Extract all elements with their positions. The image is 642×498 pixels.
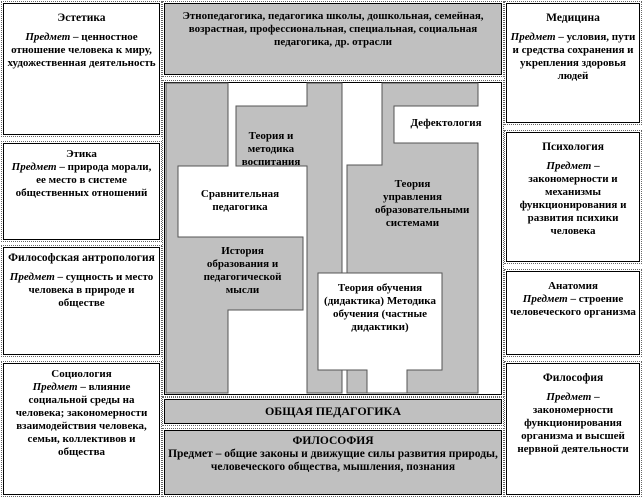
history-shape [165, 82, 304, 394]
pedagogy-branches-box: Этнопедагогика, педагогика школы, дошкол… [162, 1, 504, 77]
subject-label: Предмет [11, 161, 57, 173]
general-pedagogy-box: ОБЩАЯ ПЕДАГОГИКА [162, 397, 504, 426]
subject-label: Предмет [32, 381, 78, 393]
anatomy-box: Анатомия Предмет – строение человеческог… [504, 269, 642, 357]
subject-label: Предмет [25, 31, 71, 43]
box-text: закономерности функционирования организм… [517, 404, 629, 455]
box-text: ценностное отношение человека к миру, ху… [7, 31, 156, 69]
subject-label: Предмет [546, 160, 592, 172]
subject-label: Предмет [9, 271, 55, 283]
general-pedagogy-label: ОБЩАЯ ПЕДАГОГИКА [264, 404, 402, 418]
comparative-label: Сравнительная педагогика [200, 188, 280, 213]
didactics-label: Теория обучения (дидактика) Методика обу… [324, 282, 436, 333]
philosophy-box: ФИЛОСОФИЯ Предмет – общие законы и движу… [162, 428, 504, 497]
philosophy-title: ФИЛОСОФИЯ [292, 435, 374, 447]
box-text: строение человеческого организма [510, 293, 636, 318]
box-title: Этика [66, 148, 97, 160]
box-text: влияние социальной среды на человека; за… [15, 381, 148, 458]
upbringing-label: Теория и методика воспитания [241, 130, 301, 168]
sociology-box: Социология Предмет – влияние социальной … [1, 361, 162, 497]
aesthetics-box: Эстетика Предмет – ценностное отношение … [1, 1, 162, 137]
management-label: Теория управления образовательными систе… [375, 178, 470, 229]
subject-label: Предмет [510, 31, 556, 43]
physiology-box: Философия Предмет – закономерности функц… [504, 361, 642, 497]
upbringing-shape [235, 82, 343, 394]
branches-text: Этнопедагогика, педагогика школы, дошкол… [182, 10, 484, 48]
psychology-box: Психология Предмет – закономерности и ме… [504, 130, 642, 264]
subject-label: Предмет [546, 391, 592, 403]
box-text: природа морали, ее место в системе общес… [15, 161, 152, 199]
box-title: Медицина [546, 12, 600, 24]
ethics-box: Этика Предмет – природа морали, ее место… [1, 141, 162, 242]
didactics-shape [317, 272, 443, 394]
box-title: Эстетика [57, 12, 106, 24]
box-text: сущность и место человека в природе и об… [28, 271, 154, 309]
box-title: Философская антропология [8, 252, 155, 264]
philosophy-text: Предмет – общие законы и движущие силы р… [168, 448, 498, 473]
box-text: условия, пути и средства сохранения и ук… [512, 31, 636, 82]
medicine-box: Медицина Предмет – условия, пути и средс… [504, 1, 642, 125]
box-title: Психология [542, 141, 604, 153]
box-title: Философия [542, 372, 604, 384]
philosophical-anthropology-box: Философская антропология Предмет – сущно… [1, 245, 162, 357]
subject-label: Предмет [522, 293, 568, 305]
box-title: Анатомия [548, 280, 598, 292]
box-text: закономерности и механизмы функционирова… [519, 173, 627, 237]
box-title: Социология [51, 368, 112, 380]
defectology-label: Дефектология [410, 117, 482, 129]
history-label: История образования и педагогической мыс… [203, 245, 282, 296]
